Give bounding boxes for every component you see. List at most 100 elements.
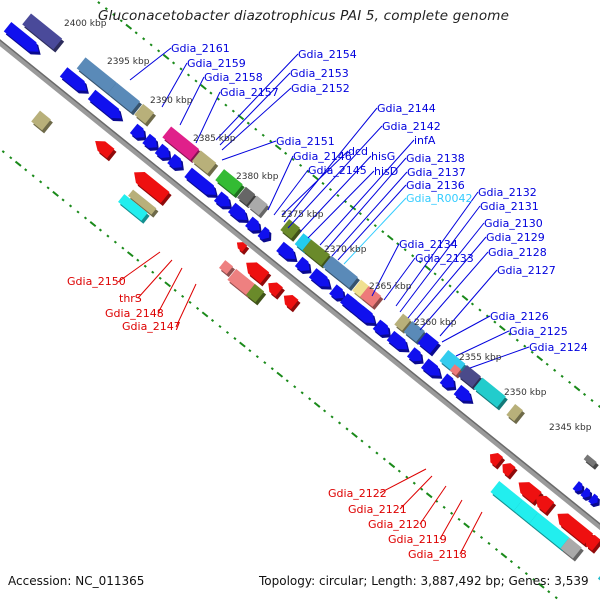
gene-feature[interactable]	[22, 13, 63, 50]
gene-feature[interactable]	[352, 279, 369, 297]
gene-label[interactable]: Gdia_2121	[348, 503, 407, 516]
gene-label[interactable]: Gdia_2131	[480, 200, 539, 213]
gene-label[interactable]: Gdia_R0042	[406, 192, 472, 205]
gene-feature[interactable]	[583, 454, 597, 467]
gene-label[interactable]: infA	[414, 134, 436, 147]
gene-label[interactable]: Gdia_2137	[407, 166, 466, 179]
gene-label[interactable]: thrS	[119, 292, 142, 305]
gene-feature[interactable]	[213, 191, 231, 207]
gene-feature[interactable]	[246, 283, 265, 303]
gene-feature[interactable]	[420, 358, 441, 376]
gene-label[interactable]: Gdia_2132	[478, 186, 537, 199]
gene-feature[interactable]	[322, 255, 358, 289]
gene-label[interactable]: Gdia_2158	[204, 71, 263, 84]
gene-feature[interactable]	[257, 226, 270, 240]
gene-label[interactable]: Gdia_2136	[406, 179, 465, 192]
gene-feature[interactable]	[308, 268, 330, 287]
gene-feature[interactable]	[340, 293, 375, 323]
gene-feature[interactable]	[107, 82, 140, 113]
gene-feature[interactable]	[268, 282, 283, 297]
gene-label[interactable]: Gdia_2147	[122, 320, 181, 333]
gene-feature[interactable]	[191, 150, 217, 174]
gene-feature[interactable]	[394, 313, 411, 331]
gene-feature[interactable]	[236, 242, 248, 252]
gene-label[interactable]: Gdia_2145	[308, 164, 367, 177]
gene-feature[interactable]	[374, 320, 389, 335]
gene-feature[interactable]	[142, 133, 157, 148]
gene-label[interactable]: dcd	[348, 145, 368, 158]
gene-label[interactable]: Gdia_2130	[484, 217, 543, 230]
gene-feature[interactable]	[453, 384, 472, 401]
gene-feature[interactable]	[276, 241, 296, 259]
gene-feature[interactable]	[31, 110, 51, 131]
gene-label[interactable]: Gdia_2118	[408, 548, 467, 561]
gene-label[interactable]: Gdia_2148	[105, 307, 164, 320]
gene-feature[interactable]	[490, 481, 523, 511]
gene-feature[interactable]	[529, 512, 570, 549]
gene-feature[interactable]	[294, 233, 312, 251]
gene-feature[interactable]	[597, 568, 600, 596]
gene-feature[interactable]	[386, 330, 408, 350]
gene-feature[interactable]	[585, 535, 600, 551]
gene-feature[interactable]	[473, 377, 506, 408]
gene-feature[interactable]	[184, 167, 217, 195]
gene-feature[interactable]	[59, 67, 87, 91]
gene-label[interactable]: hisG	[371, 150, 395, 163]
gene-label[interactable]: Gdia_2161	[171, 42, 230, 55]
gene-feature[interactable]	[3, 21, 39, 52]
gene-feature[interactable]	[580, 487, 591, 498]
gene-label[interactable]: Gdia_2151	[276, 135, 335, 148]
gene-feature[interactable]	[134, 103, 154, 124]
gene-feature[interactable]	[245, 216, 260, 231]
gene-feature[interactable]	[128, 189, 157, 215]
gene-feature[interactable]	[302, 239, 330, 266]
gene-feature[interactable]	[506, 403, 523, 422]
gene-feature[interactable]	[560, 537, 582, 559]
gene-feature[interactable]	[360, 285, 382, 307]
gene-label[interactable]: Gdia_2126	[490, 310, 549, 323]
gene-label[interactable]: Gdia_2134	[399, 238, 458, 251]
gene-label[interactable]: Gdia_2119	[388, 533, 447, 546]
gene-label[interactable]: Gdia_2122	[328, 487, 387, 500]
gene-label[interactable]: Gdia_2150	[67, 275, 126, 288]
gene-feature[interactable]	[513, 499, 539, 524]
gene-feature[interactable]	[588, 493, 598, 505]
gene-feature[interactable]	[215, 169, 243, 196]
gene-feature[interactable]	[283, 295, 299, 310]
gene-feature[interactable]	[154, 143, 170, 158]
gene-label[interactable]: Gdia_2144	[377, 102, 436, 115]
gene-label[interactable]: Gdia_2142	[382, 120, 441, 133]
gene-feature[interactable]	[280, 219, 301, 239]
gene-feature[interactable]	[572, 481, 583, 492]
gene-label[interactable]: Gdia_2138	[406, 152, 465, 165]
gene-label[interactable]: Gdia_2124	[529, 341, 588, 354]
gene-feature[interactable]	[403, 321, 425, 343]
gene-label[interactable]: Gdia_2120	[368, 518, 427, 531]
gene-feature[interactable]	[518, 482, 542, 504]
gene-feature[interactable]	[417, 332, 439, 354]
gene-label[interactable]: Gdia_2129	[486, 231, 545, 244]
gene-label[interactable]: Gdia_2154	[298, 48, 357, 61]
gene-label[interactable]: Gdia_2127	[497, 264, 556, 277]
gene-feature[interactable]	[294, 256, 310, 271]
gene-label[interactable]: Gdia_2157	[220, 86, 279, 99]
gene-feature[interactable]	[162, 126, 200, 160]
gene-label[interactable]: Gdia_2146	[293, 150, 352, 163]
gene-feature[interactable]	[237, 186, 256, 206]
gene-feature[interactable]	[535, 495, 555, 514]
gene-label[interactable]: hisD	[374, 165, 398, 178]
gene-feature[interactable]	[227, 202, 248, 221]
gene-feature[interactable]	[87, 89, 122, 119]
gene-feature[interactable]	[167, 153, 182, 169]
gene-label[interactable]: Gdia_2133	[415, 252, 474, 265]
gene-feature[interactable]	[246, 262, 270, 284]
gene-feature[interactable]	[95, 141, 115, 159]
gene-feature[interactable]	[439, 373, 455, 388]
gene-label[interactable]: Gdia_2128	[488, 246, 547, 259]
gene-label[interactable]: Gdia_2125	[509, 325, 568, 338]
gene-feature[interactable]	[502, 463, 516, 477]
gene-feature[interactable]	[129, 123, 145, 138]
gene-feature[interactable]	[134, 171, 170, 203]
gene-label[interactable]: Gdia_2159	[187, 57, 246, 70]
gene-feature[interactable]	[489, 453, 504, 467]
